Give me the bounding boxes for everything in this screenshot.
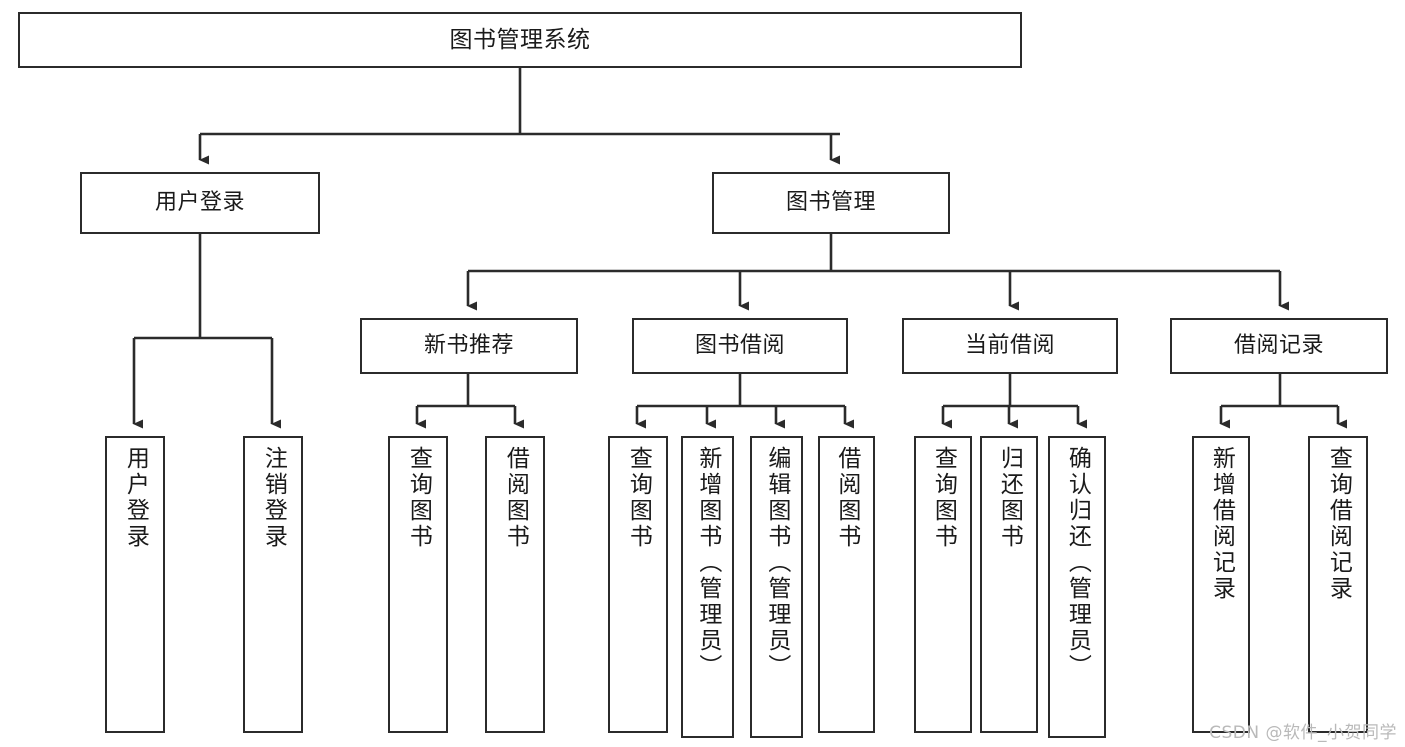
node-new-book-recommend[interactable]: 新书推荐	[360, 318, 578, 374]
node-root[interactable]: 图书管理系统	[18, 12, 1022, 68]
node-leaf-confirm-return-admin[interactable]: 确认归还（管理员）	[1048, 436, 1106, 738]
node-current-borrow[interactable]: 当前借阅	[902, 318, 1118, 374]
node-leaf-logout-login[interactable]: 注销登录	[243, 436, 303, 733]
node-leaf-add-borrow-record-label: 新增借阅记录	[1208, 446, 1235, 602]
node-leaf-return-book[interactable]: 归还图书	[980, 436, 1038, 733]
node-book-borrow-label: 图书借阅	[694, 333, 785, 359]
node-borrow-record-label: 借阅记录	[1233, 333, 1324, 359]
node-leaf-query-book-2-label: 查询图书	[625, 446, 652, 550]
watermark-text: CSDN @软件_小贺同学	[1209, 723, 1397, 743]
node-borrow-record[interactable]: 借阅记录	[1170, 318, 1388, 374]
node-user-login[interactable]: 用户登录	[80, 172, 320, 234]
node-leaf-query-book-1-label: 查询图书	[405, 446, 432, 550]
node-leaf-add-book-admin[interactable]: 新增图书（管理员）	[681, 436, 734, 738]
node-leaf-user-login-label: 用户登录	[122, 446, 149, 550]
node-new-book-recommend-label: 新书推荐	[423, 333, 514, 359]
node-leaf-add-borrow-record[interactable]: 新增借阅记录	[1192, 436, 1250, 733]
node-leaf-query-book-3[interactable]: 查询图书	[914, 436, 972, 733]
node-leaf-edit-book-admin[interactable]: 编辑图书（管理员）	[750, 436, 803, 738]
node-leaf-query-borrow-record-label: 查询借阅记录	[1325, 446, 1352, 602]
node-leaf-query-book-3-label: 查询图书	[930, 446, 957, 550]
node-user-login-label: 用户登录	[154, 190, 245, 216]
node-leaf-logout-login-label: 注销登录	[260, 446, 287, 550]
node-leaf-borrow-book-1-label: 借阅图书	[502, 446, 529, 550]
node-leaf-query-book-2[interactable]: 查询图书	[608, 436, 668, 733]
node-leaf-user-login[interactable]: 用户登录	[105, 436, 165, 733]
node-leaf-query-book-1[interactable]: 查询图书	[388, 436, 448, 733]
node-book-management[interactable]: 图书管理	[712, 172, 950, 234]
node-current-borrow-label: 当前借阅	[964, 333, 1055, 359]
node-leaf-query-borrow-record[interactable]: 查询借阅记录	[1308, 436, 1368, 733]
node-leaf-borrow-book-1[interactable]: 借阅图书	[485, 436, 545, 733]
node-root-label: 图书管理系统	[449, 26, 591, 53]
node-leaf-return-book-label: 归还图书	[996, 446, 1023, 550]
node-leaf-edit-book-admin-label: 编辑图书（管理员）	[763, 446, 790, 680]
node-leaf-add-book-admin-label: 新增图书（管理员）	[694, 446, 721, 680]
node-leaf-confirm-return-admin-label: 确认归还（管理员）	[1064, 446, 1091, 680]
node-leaf-borrow-book-2-label: 借阅图书	[833, 446, 860, 550]
node-book-management-label: 图书管理	[785, 190, 876, 216]
node-leaf-borrow-book-2[interactable]: 借阅图书	[818, 436, 875, 733]
node-book-borrow[interactable]: 图书借阅	[632, 318, 848, 374]
